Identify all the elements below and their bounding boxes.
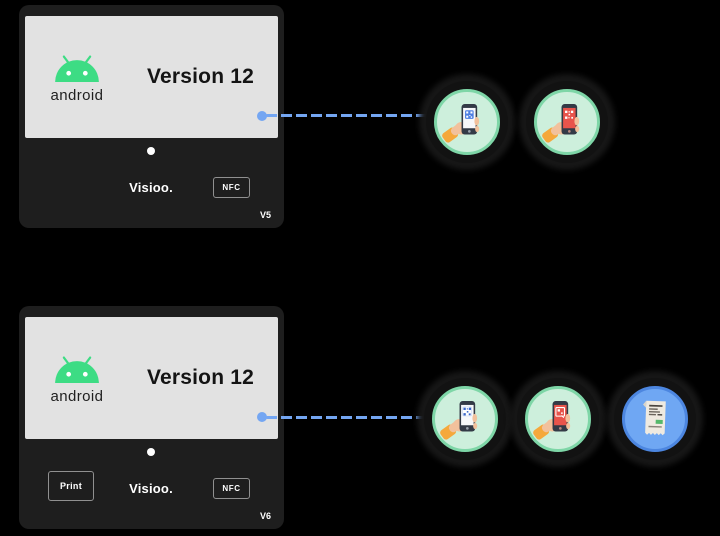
device-version-tag: V5: [259, 210, 271, 220]
connector-origin-dot: [257, 412, 267, 422]
phone-scanning-red-qr-icon: [542, 104, 580, 143]
android-logo: android: [49, 351, 105, 405]
connector-origin-dot: [257, 111, 267, 121]
home-indicator-dot: [147, 147, 155, 155]
android-wordmark: android: [50, 87, 104, 104]
dashed-connector-v6: [266, 416, 428, 419]
android-wordmark: android: [50, 388, 104, 405]
brand-logo: Visioo.: [129, 481, 173, 496]
nfc-button[interactable]: NFC: [213, 177, 250, 198]
feature-node-receipt: [622, 386, 688, 452]
feature-node-qr-blue: [432, 386, 498, 452]
device-version-tag: V6: [259, 511, 271, 521]
android-logo: android: [49, 50, 105, 104]
phone-scanning-red-qr-icon: [533, 401, 571, 440]
android-robot-icon: [55, 356, 99, 383]
android-robot-icon: [55, 55, 99, 82]
phone-scanning-blue-qr-icon: [442, 104, 480, 143]
print-button[interactable]: Print: [48, 471, 94, 501]
dashed-connector-v5: [266, 114, 430, 117]
receipt-icon: [642, 400, 666, 436]
device-v6: android Version 12 Visioo. Print NFC V6: [19, 306, 284, 529]
phone-scanning-blue-qr-icon: [440, 401, 478, 440]
device-v5: android Version 12 Visioo. NFC V5: [19, 5, 284, 228]
device-v6-screen: android Version 12: [25, 317, 278, 439]
version-label: Version 12: [146, 366, 255, 389]
home-indicator-dot: [147, 448, 155, 456]
feature-node-qr-blue: [434, 89, 500, 155]
feature-node-qr-red: [525, 386, 591, 452]
nfc-button[interactable]: NFC: [213, 478, 250, 499]
device-v5-screen: android Version 12: [25, 16, 278, 138]
feature-node-qr-red: [534, 89, 600, 155]
version-label: Version 12: [146, 65, 255, 88]
brand-logo: Visioo.: [129, 180, 173, 195]
